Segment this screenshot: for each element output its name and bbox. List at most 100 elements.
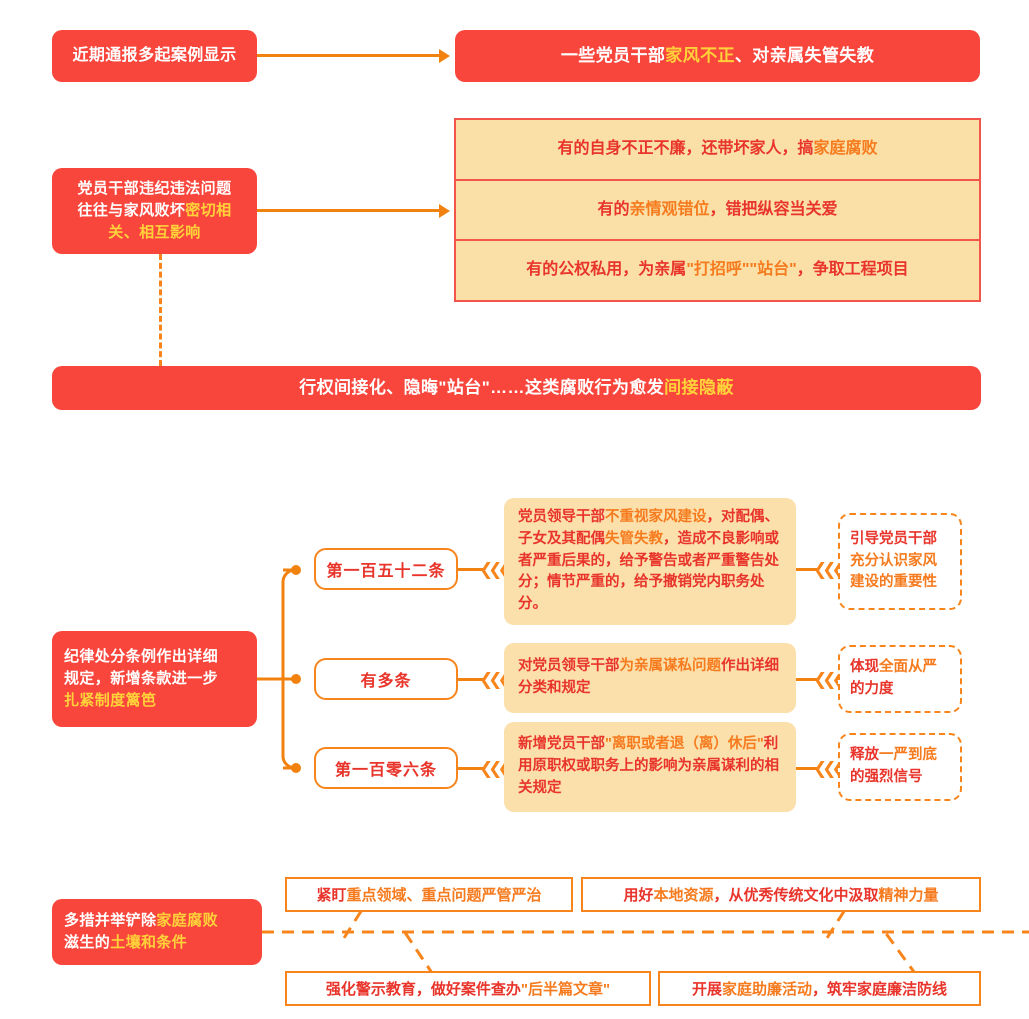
measure-highlight: 重点领域、重点问题 <box>346 887 482 904</box>
banner-highlight: 间接隐蔽 <box>664 377 734 397</box>
statement-box-family-style: 一些党员干部家风不正、对亲属失管失教 <box>455 30 980 82</box>
measure-box-2-text: 用好本地资源，从优秀传统文化中汲取精神力量 <box>623 884 938 905</box>
discipline-line-2-pre: 往往与家风败坏 <box>77 202 186 220</box>
discipline-line-1-text: 党员干部违纪违法问题 <box>77 180 232 198</box>
measure-post: ，筑牢家庭廉洁防线 <box>812 981 948 998</box>
behavior-post: ，争取工程项目 <box>796 261 909 279</box>
source-box-recent-cases: 近期通报多起案例显示 <box>52 30 257 82</box>
behavior-row-text: 有的亲情观错位，错把纵容当关爱 <box>597 199 837 221</box>
connector-line-1 <box>257 54 439 57</box>
outcome-p1: 引导党员干部 <box>850 530 937 547</box>
arrowhead-2 <box>439 203 450 218</box>
measure-highlight: 家庭助廉活动 <box>721 981 812 998</box>
measure-box-1-text: 紧盯重点领域、重点问题严管严治 <box>316 884 541 905</box>
source-box-recent-cases-label: 近期通报多起案例显示 <box>72 47 237 65</box>
outcome-p1: 体现 <box>850 659 879 676</box>
detail-h1: "离职或者退（离）休后" <box>605 736 764 753</box>
outcome-box-1: 引导党员干部充分认识家风建设的重要性 <box>838 513 962 610</box>
measures-line-1-hl: 家庭腐败 <box>156 912 219 930</box>
regulations-line-3: 扎紧制度篱笆 <box>64 690 156 712</box>
chevron-left-icon: ❮❮❮ <box>479 759 512 778</box>
measures-line-1-pre: 多措并举铲除 <box>64 912 157 930</box>
statement-highlight: 家风不正 <box>665 45 735 65</box>
chevron-left-icon: ❮❮❮ <box>479 560 512 579</box>
outcome-box-1-text: 引导党员干部充分认识家风建设的重要性 <box>850 529 950 594</box>
connector-dashed-vertical <box>159 254 162 366</box>
detail-h2: 失管失教 <box>605 530 663 547</box>
detail-box-152-text: 党员领导干部不重视家风建设，对配偶、子女及其配偶失管失教，造成不良影响或者严重后… <box>518 507 782 616</box>
outcome-p1: 释放 <box>850 747 879 764</box>
detail-p1: 对党员领导干部 <box>518 658 620 675</box>
discipline-line-3-text: 关、相互影响 <box>108 223 201 241</box>
article-box-multiple[interactable]: 有多条 <box>314 658 458 700</box>
detail-p1: 新增党员干部 <box>518 736 605 753</box>
outcome-h1: 全面从严 <box>879 659 937 676</box>
article-box-106[interactable]: 第一百零六条 <box>314 747 458 789</box>
regulations-line-2: 规定，新增条款进一步 <box>64 668 218 690</box>
outcome-h1: 充分认识家风建设的重要性 <box>850 552 937 591</box>
measure-box-3[interactable]: 强化警示教育，做好案件查办"后半篇文章" <box>285 971 651 1006</box>
measure-box-3-text: 强化警示教育，做好案件查办"后半篇文章" <box>326 978 610 999</box>
measure-pre: 强化警示教育，做好案件查办 <box>325 981 521 998</box>
article-box-152[interactable]: 第一百五十二条 <box>314 548 458 590</box>
measure-box-4[interactable]: 开展家庭助廉活动，筑牢家庭廉洁防线 <box>658 971 981 1006</box>
detail-h1: 不重视家风建设 <box>605 509 707 526</box>
chevron-left-icon: ❮❮❮ <box>813 560 846 579</box>
connector-branch-1b <box>796 568 818 571</box>
behavior-row: 有的亲情观错位，错把纵容当关爱 <box>456 178 979 240</box>
outcome-box-2: 体现全面从严的力度 <box>838 645 962 713</box>
measure-box-1[interactable]: 紧盯重点领域、重点问题严管严治 <box>285 877 573 912</box>
source-box-regulations: 纪律处分条例作出详细 规定，新增条款进一步 扎紧制度篱笆 <box>52 631 257 727</box>
measure-post2: 精神力量 <box>878 887 939 904</box>
chevron-left-icon: ❮❮❮ <box>813 759 846 778</box>
outcome-box-2-text: 体现全面从严的力度 <box>850 657 950 701</box>
behavior-pre: 有的自身不正不廉，还带坏家人，搞 <box>557 140 814 158</box>
fishbone-branch-2 <box>400 927 436 977</box>
chevron-left-icon: ❮❮❮ <box>813 670 846 689</box>
detail-box-106: 新增党员干部"离职或者退（离）休后"利用原职权或职务上的影响为亲属谋利的相关规定 <box>504 722 796 812</box>
measure-pre: 紧盯 <box>316 887 347 904</box>
discipline-line-2: 往往与家风败坏密切相 <box>77 200 231 222</box>
behavior-row-text: 有的自身不正不廉，还带坏家人，搞家庭腐败 <box>557 138 877 160</box>
detail-p2: 作出详细分类和规定 <box>518 658 779 696</box>
measure-box-2[interactable]: 用好本地资源，从优秀传统文化中汲取精神力量 <box>581 877 981 912</box>
measure-highlight: "后半篇文章" <box>520 981 611 998</box>
source-box-measures: 多措并举铲除家庭腐败 滋生的土壤和条件 <box>52 899 262 965</box>
detail-p2: 利用原职权或职务上的影响为亲属谋利的相关规定 <box>518 736 779 796</box>
detail-box-152: 党员领导干部不重视家风建设，对配偶、子女及其配偶失管失教，造成不良影响或者严重后… <box>504 498 796 625</box>
banner-text: 行权间接化、隐晦"站台"……这类腐败行为愈发间接隐蔽 <box>299 376 734 401</box>
article-box-multiple-label: 有多条 <box>360 673 412 690</box>
outcome-p2: 的强烈信号 <box>850 769 923 785</box>
detail-p1: 党员领导干部 <box>518 509 605 526</box>
measure-highlight: 本地资源 <box>653 887 714 904</box>
regulations-line-1: 纪律处分条例作出详细 <box>64 646 218 668</box>
measure-box-4-text: 开展家庭助廉活动，筑牢家庭廉洁防线 <box>692 978 947 999</box>
connector-branch-2a <box>458 678 484 681</box>
measure-pre: 用好 <box>623 887 654 904</box>
discipline-line-3: 关、相互影响 <box>108 222 200 244</box>
statement-pre: 一些党员干部 <box>560 45 666 65</box>
chevron-left-icon: ❮❮❮ <box>479 670 512 689</box>
measure-post: 严管严治 <box>481 887 542 904</box>
outcome-h1: 一严到底 <box>879 747 937 764</box>
behavior-highlight: "打招呼""站台" <box>686 261 797 279</box>
detail-box-multiple: 对党员领导干部为亲属谋私问题作出详细分类和规定 <box>504 643 796 713</box>
statement-post: 、对亲属失管失教 <box>734 45 875 65</box>
outcome-p2: 的力度 <box>850 681 894 697</box>
connector-branch-1a <box>458 568 484 571</box>
source-box-discipline-violations: 党员干部违纪违法问题 往往与家风败坏密切相 关、相互影响 <box>52 168 257 254</box>
behavior-highlight: 家庭腐败 <box>813 140 878 158</box>
detail-p2: ，对配偶、子女及其配偶 <box>518 509 779 547</box>
measure-post: ，从优秀传统文化中汲取 <box>713 887 879 904</box>
discipline-line-1: 党员干部违纪违法问题 <box>77 178 231 200</box>
outcome-box-3: 释放一严到底的强烈信号 <box>838 733 962 801</box>
measure-pre: 开展 <box>691 981 722 998</box>
outcome-box-3-text: 释放一严到底的强烈信号 <box>850 745 950 789</box>
detail-h1: 为亲属谋私问题 <box>619 658 722 675</box>
behaviors-panel: 有的自身不正不廉，还带坏家人，搞家庭腐败 有的亲情观错位，错把纵容当关爱 有的公… <box>454 118 981 302</box>
article-box-106-label: 第一百零六条 <box>334 762 437 779</box>
fishbone-branch-4 <box>880 927 919 977</box>
behavior-row: 有的自身不正不廉，还带坏家人，搞家庭腐败 <box>456 120 979 179</box>
measures-line-1: 多措并举铲除家庭腐败 <box>64 910 218 932</box>
measures-line-2-pre: 滋生的 <box>64 934 111 951</box>
